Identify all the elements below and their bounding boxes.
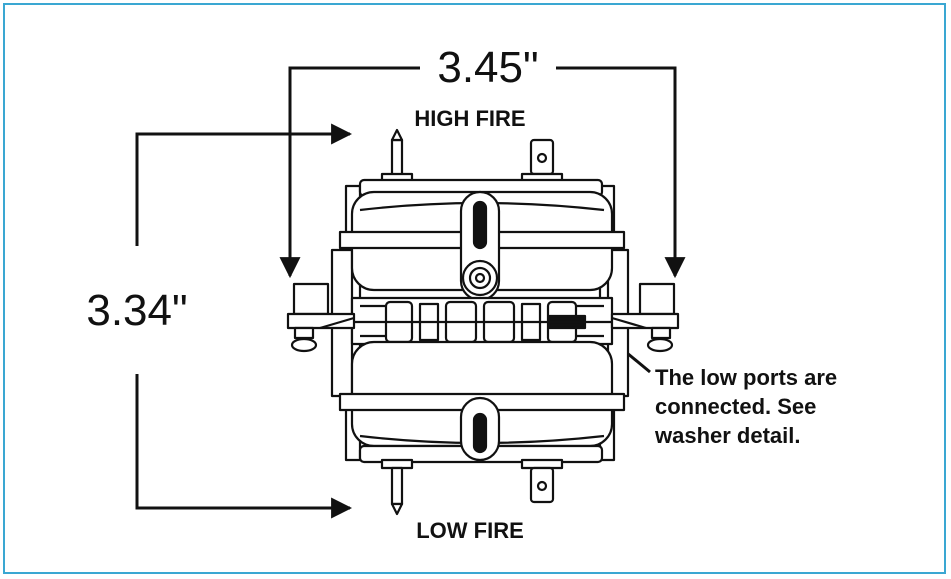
top-left-terminal [380, 128, 414, 184]
low-fire-label: LOW FIRE [416, 518, 524, 543]
width-dimension-label: 3.45" [437, 43, 538, 92]
note: The low ports are connected. See washer … [654, 365, 837, 448]
right-mounting-ear [610, 282, 680, 353]
note-line-2: connected. See [655, 394, 816, 419]
valve-assembly [286, 128, 680, 516]
left-mounting-ear [286, 282, 356, 353]
width-dimension [279, 66, 686, 279]
bottom-right-terminal [520, 458, 564, 504]
height-dimension-label: 3.34" [86, 286, 187, 335]
high-fire-label: HIGH FIRE [414, 106, 525, 131]
bottom-left-terminal [380, 458, 414, 516]
top-right-terminal [520, 138, 564, 184]
note-line-3: washer detail. [654, 423, 801, 448]
height-dimension [135, 123, 353, 519]
note-line-1: The low ports are [655, 365, 837, 390]
